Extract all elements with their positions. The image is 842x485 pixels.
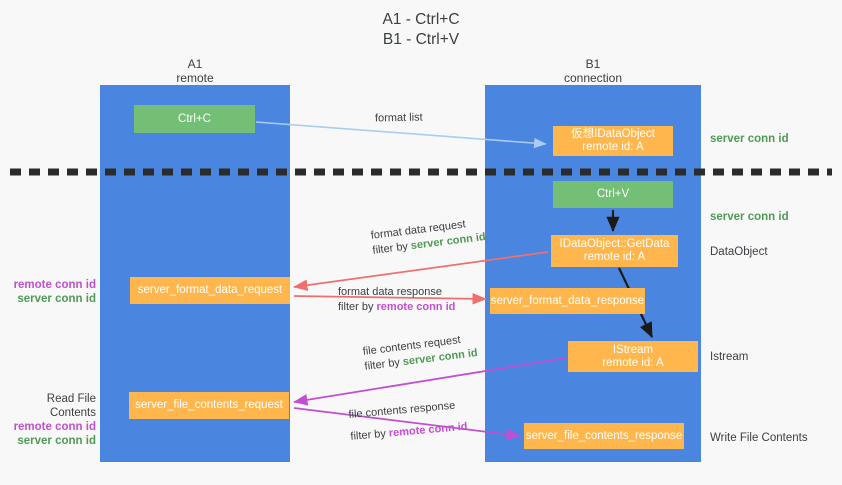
annotation-remote-conn-id-upper: remote conn id: [13, 279, 96, 291]
node-server-format-data-request[interactable]: server_format_data_request: [130, 277, 290, 304]
annotation-server-conn-id-upper: server conn id: [17, 293, 96, 305]
annotation-istream: Istream: [710, 351, 749, 363]
node-virtual-idataobject-line2: remote id: A: [582, 141, 644, 153]
node-server-format-data-response[interactable]: server_format_data_response: [490, 288, 645, 314]
node-istream[interactable]: IStream remote id: A: [568, 341, 698, 372]
edge-label-file-contents-request: file contents request filter by server c…: [362, 331, 479, 375]
edge-label-file-contents-response-highlight: remote conn id: [388, 420, 468, 440]
annotation-server-conn-id-lower: server conn id: [17, 435, 96, 447]
edge-label-file-contents-response: file contents response filter by remote …: [348, 398, 468, 445]
edge-label-format-data-request-prefix: filter by: [371, 240, 412, 257]
annotation-server-conn-id-top: server conn id: [710, 133, 789, 145]
node-server-file-contents-response[interactable]: server_file_contents_response: [524, 423, 684, 449]
edge-label-format-list: format list: [374, 111, 423, 125]
node-ctrl-c-label: Ctrl+C: [178, 112, 211, 125]
lane-header-a1-title: A1: [187, 57, 203, 71]
node-virtual-idataobject-line1: 仮想IDataObject: [571, 128, 655, 140]
edge-label-file-contents-response-prefix: filter by: [350, 427, 390, 443]
annotation-dataobject: DataObject: [710, 246, 768, 258]
annotation-read-file-block: Read File Contents remote conn id server…: [10, 392, 96, 448]
annotation-server-conn-id-mid: server conn id: [710, 211, 789, 223]
node-ctrl-c[interactable]: Ctrl+C: [134, 105, 255, 133]
node-idataobject-getdata[interactable]: IDataObject::GetData remote id: A: [551, 235, 678, 267]
lane-header-a1: A1 remote: [100, 57, 290, 85]
title-line-2: B1 - Ctrl+V: [382, 31, 460, 48]
lane-header-b1-title: B1: [585, 57, 601, 71]
node-server-format-data-request-label: server_format_data_request: [137, 284, 283, 296]
edge-label-format-data-response: format data response filter by remote co…: [338, 285, 455, 315]
annotation-conn-ids-upper: remote conn id server conn id: [10, 278, 96, 306]
node-server-file-contents-request[interactable]: server_file_contents_request: [129, 392, 289, 419]
node-server-file-contents-request-label: server_file_contents_request: [135, 399, 283, 411]
edge-label-format-data-response-line1: format data response: [338, 286, 442, 298]
node-idataobject-getdata-line1: IDataObject::GetData: [559, 238, 670, 250]
node-server-file-contents-response-label: server_file_contents_response: [525, 429, 683, 442]
annotation-remote-conn-id-lower: remote conn id: [13, 421, 96, 433]
node-virtual-idataobject[interactable]: 仮想IDataObject remote id: A: [553, 126, 673, 156]
annotation-write-file-contents: Write File Contents: [710, 432, 808, 444]
edge-label-format-data-response-line2: filter by remote conn id: [338, 300, 455, 315]
node-istream-line1: IStream: [612, 343, 654, 356]
lane-header-b1-subtitle: connection: [563, 71, 623, 85]
node-server-format-data-response-label: server_format_data_response: [490, 294, 645, 307]
lane-header-b1: B1 connection: [485, 57, 701, 85]
title-line-1: A1 - Ctrl+C: [382, 11, 460, 28]
edge-label-format-data-response-highlight: remote conn id: [376, 301, 456, 313]
edge-label-file-contents-response-line2: filter by remote conn id: [350, 420, 468, 445]
edge-label-format-data-request: format data request filter by server con…: [370, 215, 487, 259]
edge-label-format-data-response-prefix: filter by: [338, 301, 377, 313]
node-ctrl-v-label: Ctrl+V: [596, 188, 630, 200]
edge-label-file-contents-request-prefix: filter by: [363, 356, 404, 373]
edge-label-file-contents-response-line1: file contents response: [348, 399, 456, 421]
annotation-read-file-contents: Read File Contents: [46, 393, 96, 419]
node-ctrl-v[interactable]: Ctrl+V: [553, 181, 673, 208]
lane-header-a1-subtitle: remote: [176, 71, 214, 85]
page-title: A1 - Ctrl+C B1 - Ctrl+V: [0, 10, 842, 50]
node-istream-line2: remote id: A: [602, 356, 664, 369]
node-idataobject-getdata-line2: remote id: A: [583, 251, 646, 263]
